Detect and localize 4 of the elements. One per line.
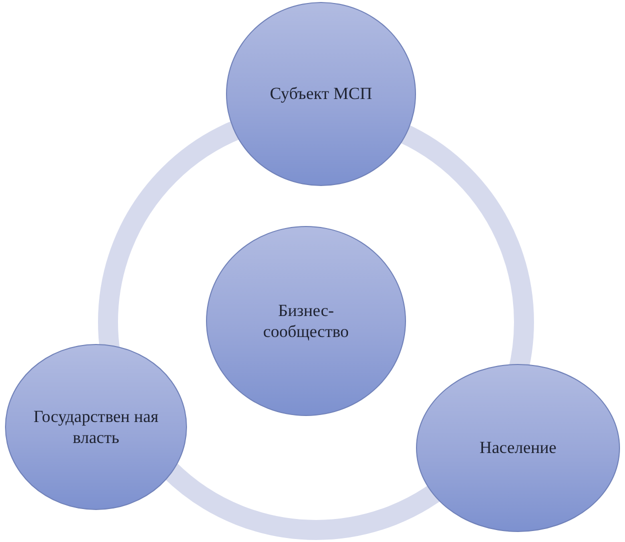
node-label: Население <box>480 437 556 459</box>
node-label: Бизнес-сообщество <box>262 300 350 342</box>
node-label: Государствен ная власть <box>32 406 160 448</box>
node-label: Субъект МСП <box>270 83 372 105</box>
